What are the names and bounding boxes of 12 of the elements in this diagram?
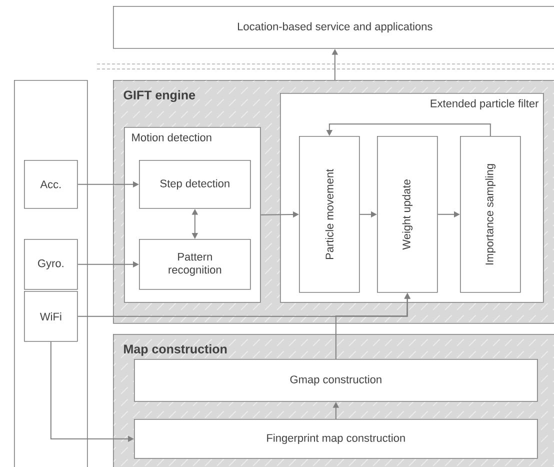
sensor-box: Acc. <box>24 160 78 209</box>
process-box: Pattern recognition <box>139 239 251 290</box>
panel-box <box>14 80 88 467</box>
sensor-box: WiFi <box>24 291 78 342</box>
service-box: Location-based service and applications <box>113 6 554 49</box>
process-box: Weight update <box>377 136 438 293</box>
process-box: Fingerprint map construction <box>134 419 538 459</box>
sensor-box: Gyro. <box>24 239 78 290</box>
process-box: Step detection <box>139 160 251 209</box>
process-box: Particle movement <box>299 136 360 293</box>
process-box: Importance sampling <box>460 136 521 293</box>
process-box: Gmap construction <box>134 359 538 402</box>
